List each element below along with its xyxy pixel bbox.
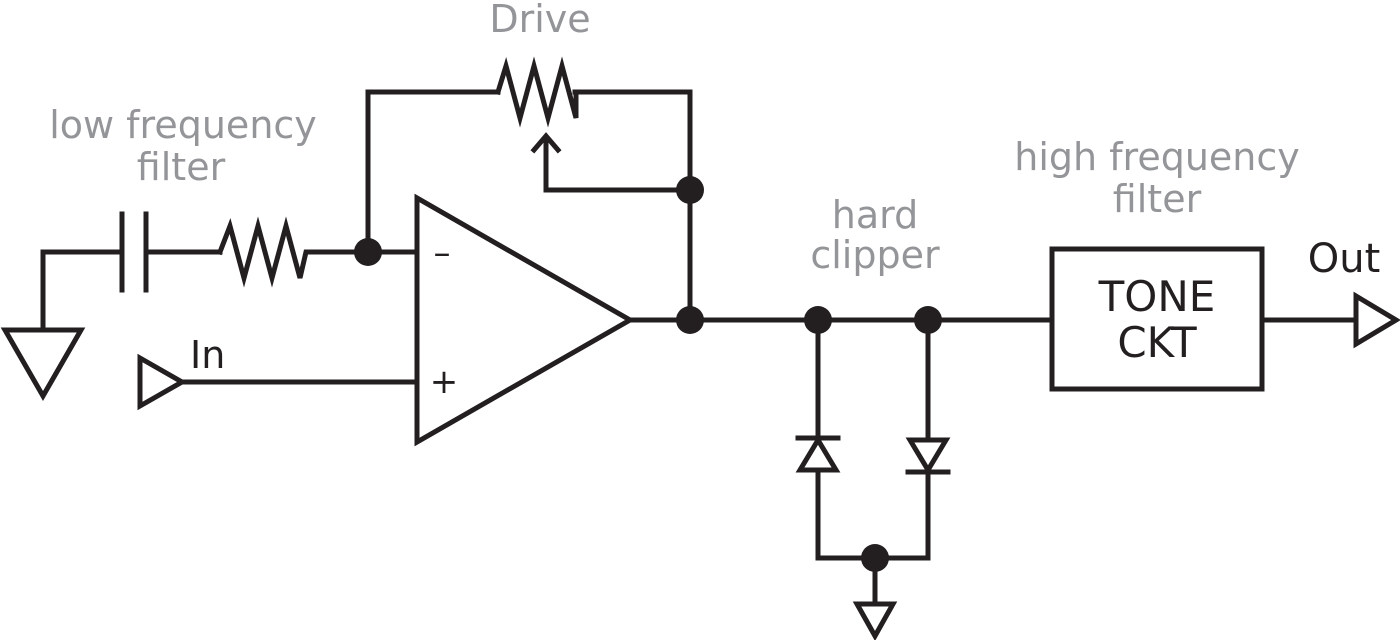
low-frequency-filter-label-line2: filter xyxy=(137,145,226,189)
hard-clipper-label-line2: clipper xyxy=(810,233,940,277)
feedback-path xyxy=(365,89,693,323)
junction-node-clipper-left xyxy=(804,306,832,334)
diode-icon-left xyxy=(795,317,841,561)
high-frequency-filter-label-line2: filter xyxy=(1113,177,1202,221)
op-amp-minus-label: – xyxy=(434,233,451,273)
tone-circuit-label-line1: TONE xyxy=(1098,272,1216,321)
low-frequency-filter-label-line1: low frequency xyxy=(49,103,317,147)
drive-potentiometer-icon xyxy=(494,56,693,193)
output-terminal-icon xyxy=(1353,291,1400,349)
ground-icon-left xyxy=(0,249,125,402)
junction-node-clipper-ground xyxy=(861,544,889,572)
input-terminal-icon xyxy=(137,353,420,411)
high-frequency-filter-label-line1: high frequency xyxy=(1014,135,1300,179)
junction-node-inverting xyxy=(354,238,382,266)
junction-node-opamp-out xyxy=(676,306,704,334)
ground-icon-bottom xyxy=(852,601,898,640)
op-amp-icon: – + xyxy=(365,193,636,447)
tone-circuit-box: TONE CKT xyxy=(1049,246,1265,392)
output-label: Out xyxy=(1308,236,1381,282)
diode-icon-right xyxy=(905,317,951,561)
junction-node-clipper-right xyxy=(914,306,942,334)
input-label: In xyxy=(190,333,225,377)
hard-clipper-label-line1: hard xyxy=(832,193,918,237)
tone-circuit-label-line2: CKT xyxy=(1117,318,1197,367)
op-amp-plus-label: + xyxy=(430,362,459,402)
junction-node-pot-wiper xyxy=(676,176,704,204)
capacitor-icon xyxy=(119,211,223,293)
drive-label: Drive xyxy=(489,0,590,41)
resistor-icon-filter xyxy=(216,216,371,288)
